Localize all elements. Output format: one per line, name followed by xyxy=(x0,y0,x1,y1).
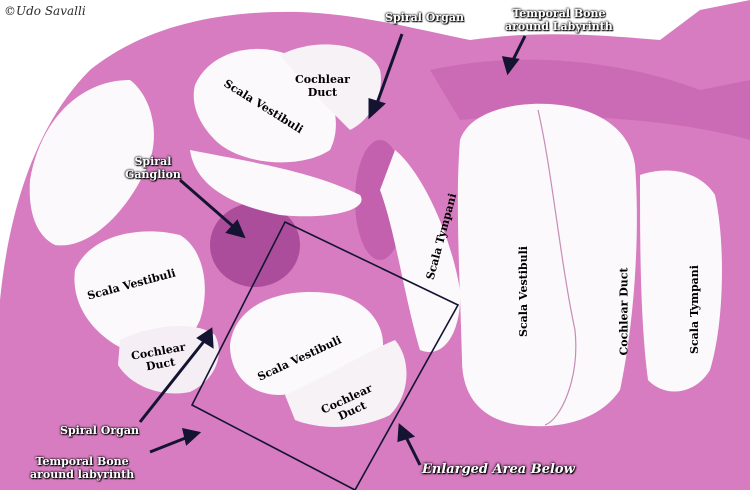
label-scala-tympani-right: Scala Tympani xyxy=(687,265,701,354)
label-spiral-organ-bottom: Spiral Organ xyxy=(60,424,139,437)
cochlear-duct-center-cavity xyxy=(285,340,407,427)
label-scala-vestibuli-right: Scala Vestibuli xyxy=(516,246,530,337)
label-temporal-bone-top: Temporal Bone around Labyrinth xyxy=(505,7,613,33)
upper-left-cavity xyxy=(29,80,154,246)
label-spiral-ganglion: Spiral Ganglion xyxy=(125,155,181,181)
arrow-spiral-organ-top xyxy=(374,33,404,107)
cochlear-duct-top-cavity xyxy=(280,44,381,130)
spiral-ganglion-mass xyxy=(210,203,300,287)
arrow-temporal-bone-top xyxy=(510,35,527,63)
scala-tympani-top-cavity xyxy=(190,150,362,217)
arrow-spiral-organ-bottom xyxy=(138,339,207,423)
arrow-enlarged-area xyxy=(403,434,422,466)
cochlear-duct-left-cavity xyxy=(118,325,219,394)
enlarged-area-box xyxy=(190,220,460,490)
scala-tympani-right-cavity xyxy=(640,170,722,392)
scala-tympani-mid-cavity xyxy=(380,150,461,352)
scala-vestibuli-right-cavity xyxy=(457,103,637,427)
cochlear-duct-right-membrane xyxy=(537,109,577,426)
arrow-spiral-ganglion xyxy=(179,178,236,230)
label-cochlear-duct-right: Cochlear Duct xyxy=(617,267,631,356)
label-enlarged-area: Enlarged Area Below xyxy=(422,462,575,477)
arrow-temporal-bone-bottom xyxy=(149,435,189,454)
label-temporal-bone-bottom: Temporal Bone around labyrinth xyxy=(30,455,135,481)
scala-vestibuli-left-cavity xyxy=(74,231,205,353)
label-spiral-organ-top: Spiral Organ xyxy=(385,11,464,24)
photo-credit: ©Udo Savalli xyxy=(4,4,86,18)
label-cochlear-duct-top: Cochlear Duct xyxy=(295,73,350,99)
